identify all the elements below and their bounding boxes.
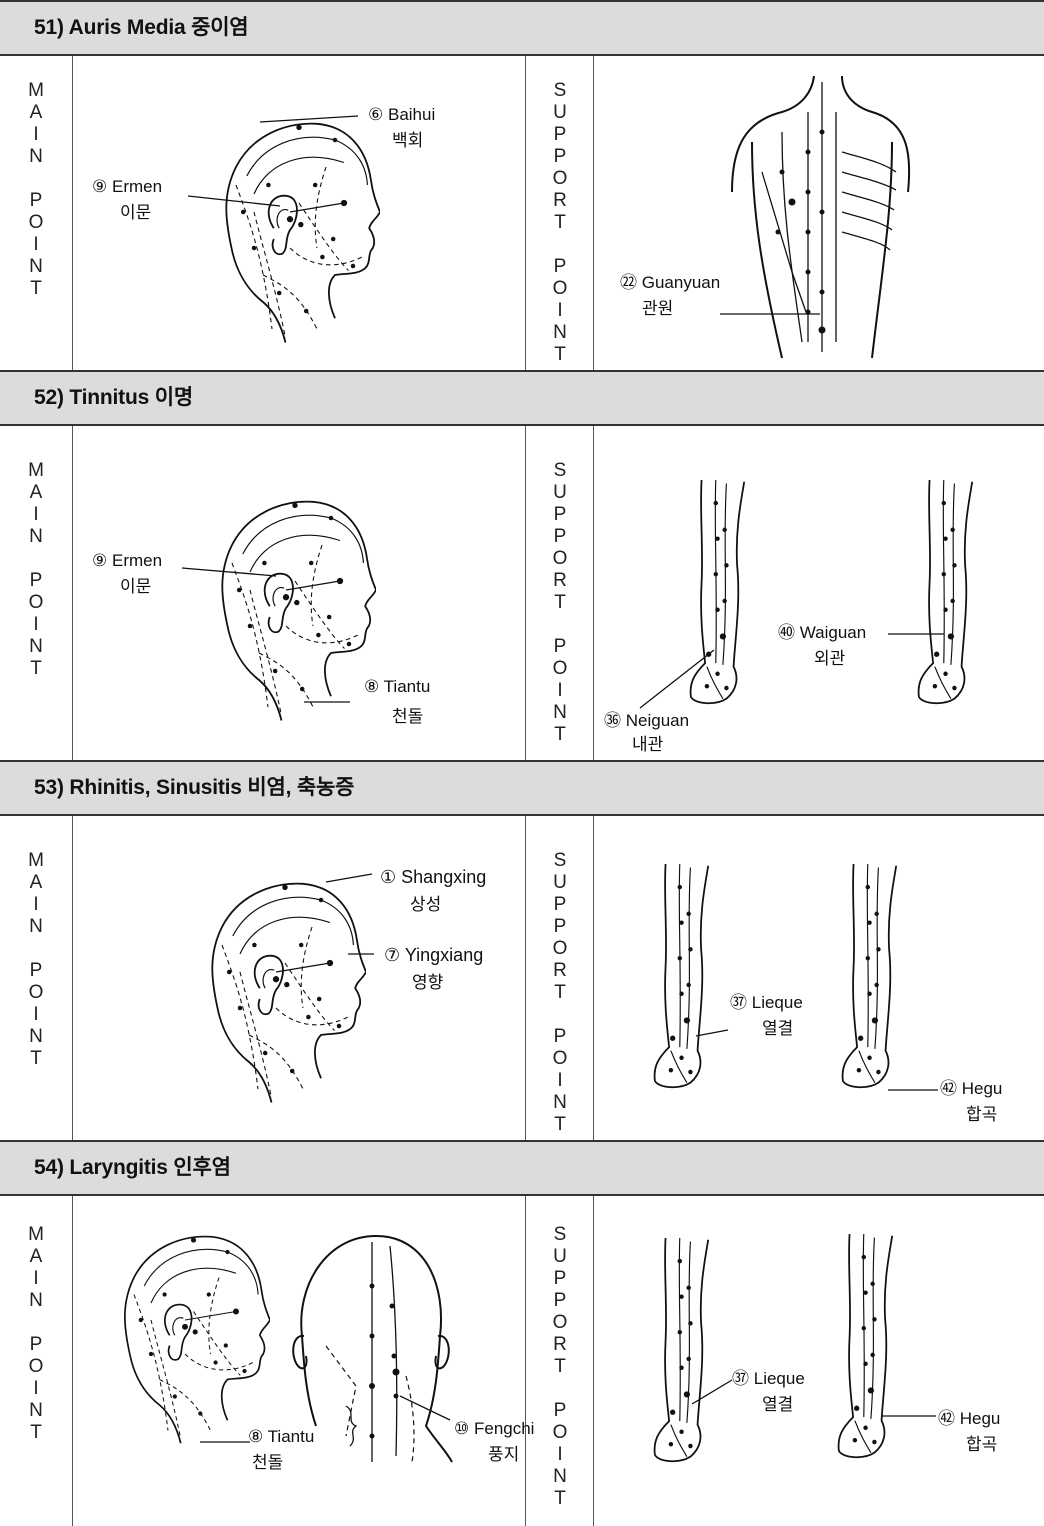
point-korean-guanyuan: 관원 [642, 298, 673, 320]
point-label-hegu: ㊷ Hegu [938, 1408, 1000, 1430]
arm-outer-illustration [910, 462, 990, 722]
point-korean-tiantu: 천돌 [252, 1452, 283, 1474]
point-korean-lieque: 열결 [762, 1018, 793, 1040]
arm-outer-illustration [830, 1216, 910, 1476]
point-label-baihui: ⑥ Baihui [368, 104, 435, 126]
arm-outer-illustration [834, 846, 914, 1106]
point-korean-ermen: 이문 [120, 576, 151, 598]
point-label-fengchi: ⑩ Fengchi [454, 1418, 534, 1440]
point-label-yingxiang: ⑦ Yingxiang [384, 944, 483, 966]
point-korean-shangxing: 상성 [410, 894, 441, 916]
section-laryngitis: 54) Laryngitis 인후염 M A I N P O I N T S U… [0, 1140, 1044, 1526]
point-korean-hegu: 합곡 [966, 1104, 997, 1126]
section-header: 51) Auris Media 중이염 [0, 0, 1044, 56]
section-title: 51) Auris Media 중이염 [34, 2, 248, 54]
arm-inner-illustration [646, 846, 726, 1106]
point-korean-ermen: 이문 [120, 202, 151, 224]
point-korean-tiantu: 천돌 [392, 706, 423, 728]
arm-inner-illustration [682, 462, 762, 722]
torso-back-illustration [722, 72, 912, 362]
point-label-ermen: ⑨ Ermen [92, 550, 162, 572]
point-label-lieque: ㊲ Lieque [730, 992, 803, 1014]
point-korean-fengchi: 풍지 [488, 1444, 519, 1466]
section-tinnitus: 52) Tinnitus 이명 M A I N P O I N T S U P … [0, 370, 1044, 760]
point-korean-waiguan: 외관 [814, 648, 845, 670]
point-korean-lieque: 열결 [762, 1394, 793, 1416]
point-label-shangxing: ① Shangxing [380, 866, 486, 888]
point-korean-baihui: 백회 [392, 130, 423, 152]
point-label-tiantu: ⑧ Tiantu [248, 1426, 314, 1448]
point-label-lieque: ㊲ Lieque [732, 1368, 805, 1390]
arm-inner-illustration [646, 1220, 726, 1480]
point-label-neiguan: ㊱ Neiguan [604, 710, 689, 732]
point-label-waiguan: ㊵ Waiguan [778, 622, 866, 644]
point-korean-yingxiang: 영향 [412, 972, 443, 994]
point-label-guanyuan: ㉒ Guanyuan [620, 272, 720, 294]
point-label-ermen: ⑨ Ermen [92, 176, 162, 198]
section-auris-media: 51) Auris Media 중이염 M A I N P O I N T S … [0, 0, 1044, 370]
point-korean-neiguan: 내관 [632, 734, 663, 756]
point-label-hegu: ㊷ Hegu [940, 1078, 1002, 1100]
point-korean-hegu: 합곡 [966, 1434, 997, 1456]
point-label-tiantu: ⑧ Tiantu [364, 676, 430, 698]
section-rhinitis-sinusitis: 53) Rhinitis, Sinusitis 비염, 축농증 M A I N … [0, 760, 1044, 1140]
